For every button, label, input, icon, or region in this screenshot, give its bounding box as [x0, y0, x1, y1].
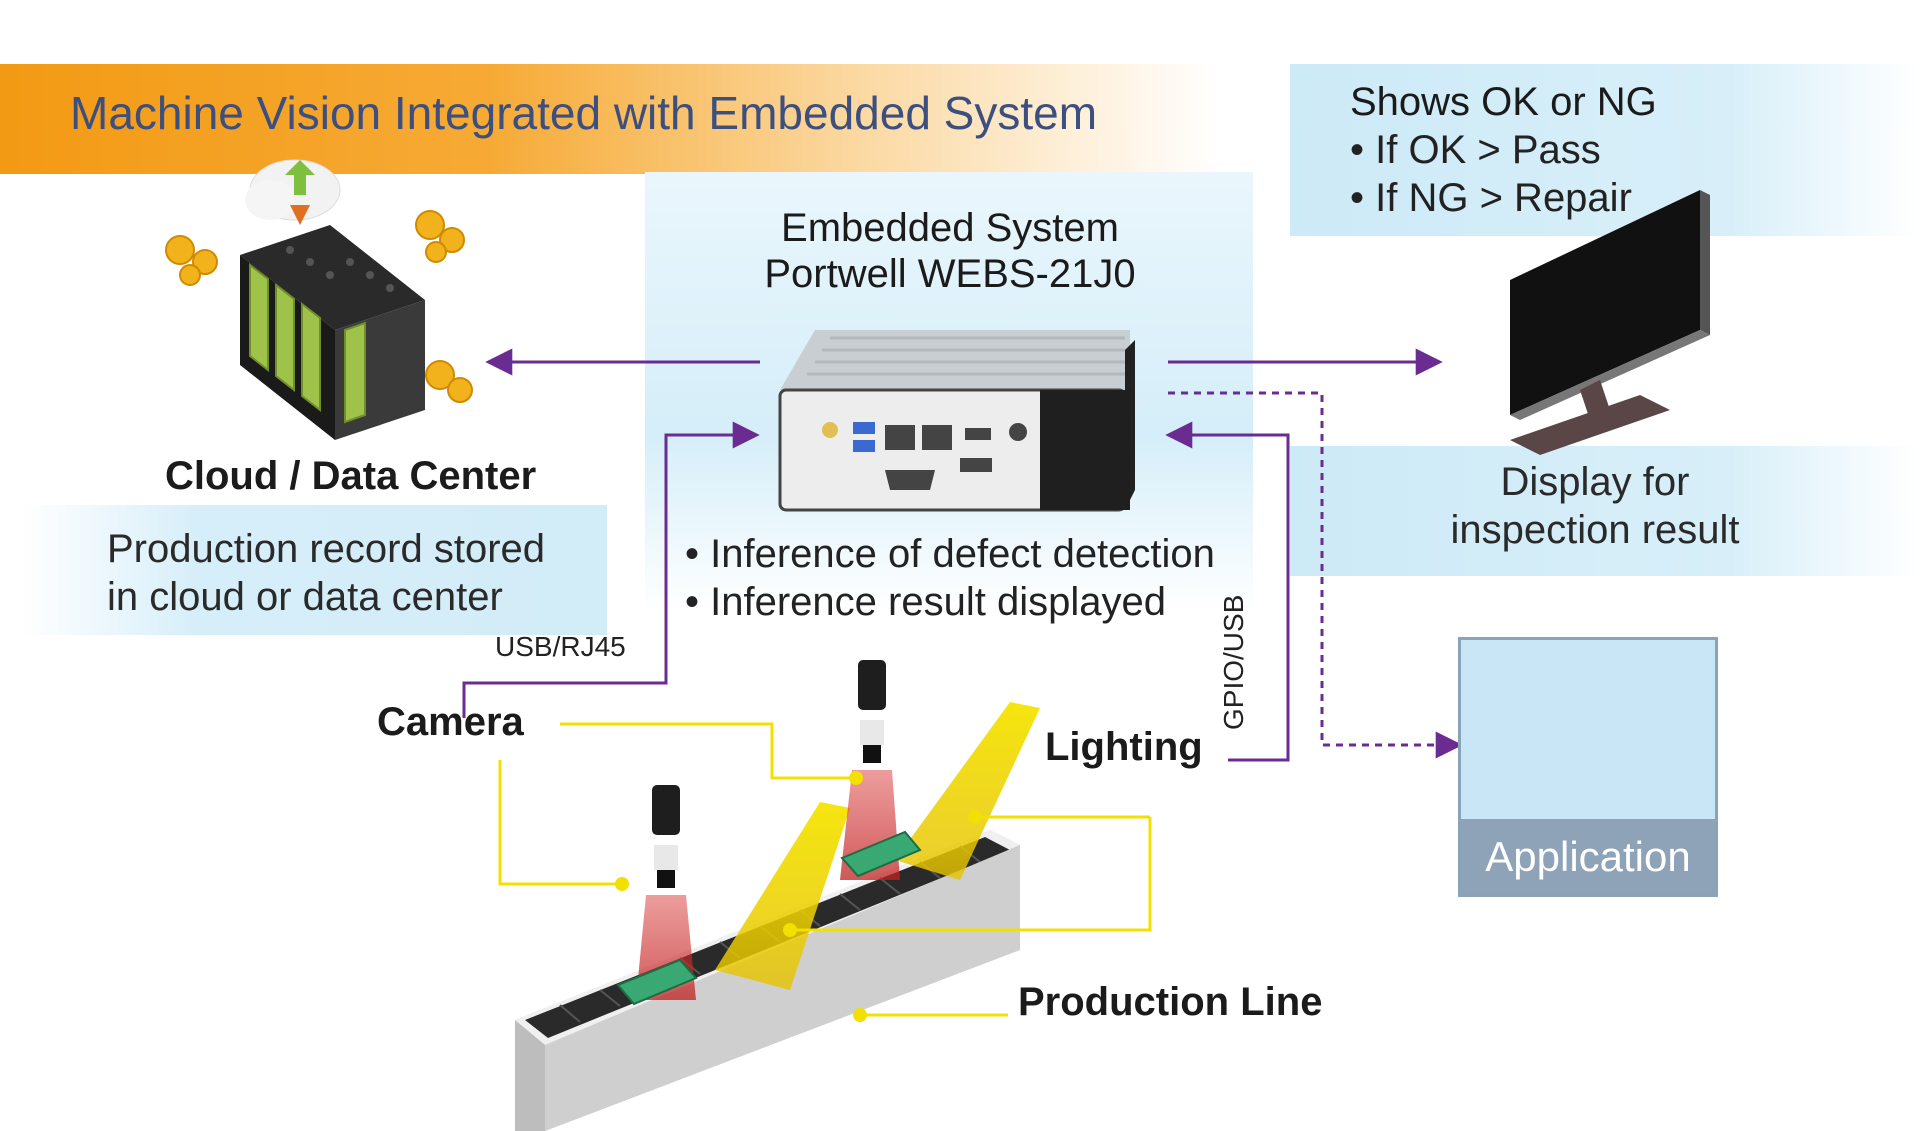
embedded-bullet-list: • Inference of defect detection • Infere…	[685, 530, 1215, 626]
usb-rj45-label: USB/RJ45	[495, 631, 626, 662]
embedded-box-pc-icon	[778, 330, 1135, 512]
cloud-sync-icon	[245, 159, 341, 225]
ok-ng-panel	[1290, 64, 1920, 236]
camera-label: Camera	[377, 700, 524, 744]
display-caption-line1: Display for	[1500, 460, 1690, 504]
monitor-icon	[1510, 190, 1710, 455]
callout-dots	[615, 771, 982, 1022]
page-title: Machine Vision Integrated with Embedded …	[70, 87, 1098, 139]
cloud-description: Production record stored in cloud or dat…	[107, 525, 545, 621]
cloud-description-line1: Production record stored	[107, 527, 546, 571]
ok-bullet: • If OK > Pass	[1350, 128, 1601, 172]
embedded-system-title: Embedded System Portwell WEBS-21J0	[700, 205, 1200, 297]
server-rack-icon	[240, 225, 425, 440]
embedded-system-title-line1: Embedded System	[781, 206, 1119, 250]
lighting-label: Lighting	[1045, 725, 1203, 769]
ng-bullet-text: If NG > Repair	[1375, 176, 1632, 220]
production-line-label: Production Line	[1018, 980, 1323, 1024]
display-panel	[1290, 446, 1920, 576]
gear-icon	[165, 210, 473, 403]
ok-ng-title: Shows OK or NG	[1350, 80, 1657, 124]
title-bar	[0, 64, 1220, 174]
embedded-bullet: • Inference of defect detection	[685, 532, 1215, 576]
gpio-usb-label: GPIO/USB	[1218, 594, 1249, 730]
ok-bullet-text: If OK > Pass	[1375, 128, 1601, 172]
cloud-description-panel	[22, 505, 607, 635]
application-card: Application	[1458, 637, 1718, 897]
display-caption-line2: inspection result	[1450, 508, 1740, 552]
ok-ng-text: Shows OK or NG • If OK > Pass • If NG > …	[1350, 78, 1657, 222]
cloud-title: Cloud / Data Center	[165, 454, 537, 498]
embedded-bullet-text: Inference result displayed	[710, 580, 1166, 624]
connection-lines	[462, 348, 1463, 762]
embedded-bullet: • Inference result displayed	[685, 580, 1166, 624]
embedded-system-title-line2: Portwell WEBS-21J0	[764, 252, 1136, 296]
ng-bullet: • If NG > Repair	[1350, 176, 1632, 220]
display-caption: Display for inspection result	[1420, 458, 1770, 554]
callout-lines	[498, 722, 1152, 1017]
cloud-description-line2: in cloud or data center	[107, 575, 503, 619]
lighting-beam-icon	[715, 702, 1040, 990]
pcb-board-icon	[616, 830, 922, 1006]
embedded-bullet-text: Inference of defect detection	[710, 532, 1215, 576]
application-label: Application	[1461, 819, 1715, 894]
